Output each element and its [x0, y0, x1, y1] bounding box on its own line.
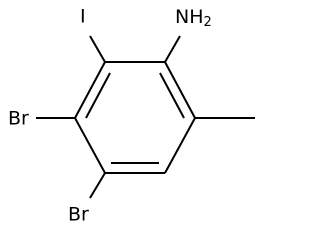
bromo-upper-label: Br: [8, 108, 29, 130]
amine-nitrogen: N: [175, 6, 189, 28]
amine-hydrogen-count: 2: [204, 15, 212, 30]
bond-c1-amine: [164, 35, 181, 63]
ring-bond-c2-c3: [74, 61, 106, 119]
amine-hydrogen: H: [189, 6, 203, 28]
ring-bond-c5-c6: [164, 117, 196, 174]
iodo-label: I: [80, 6, 86, 28]
ring-bond-c3-c4: [74, 117, 106, 174]
amine-label: NH2: [175, 6, 212, 30]
bond-c2-iodo: [89, 35, 106, 63]
bond-c4-bromo-lower: [89, 172, 106, 199]
bromo-lower-label: Br: [68, 204, 89, 226]
ring-bond-c6-c1: [164, 61, 196, 119]
molecule-structure-diagram: NH2 I Br Br: [8, 6, 255, 226]
double-bond-inner-c2-c3: [85, 72, 111, 119]
double-bond-inner-c6-c1: [159, 72, 185, 119]
